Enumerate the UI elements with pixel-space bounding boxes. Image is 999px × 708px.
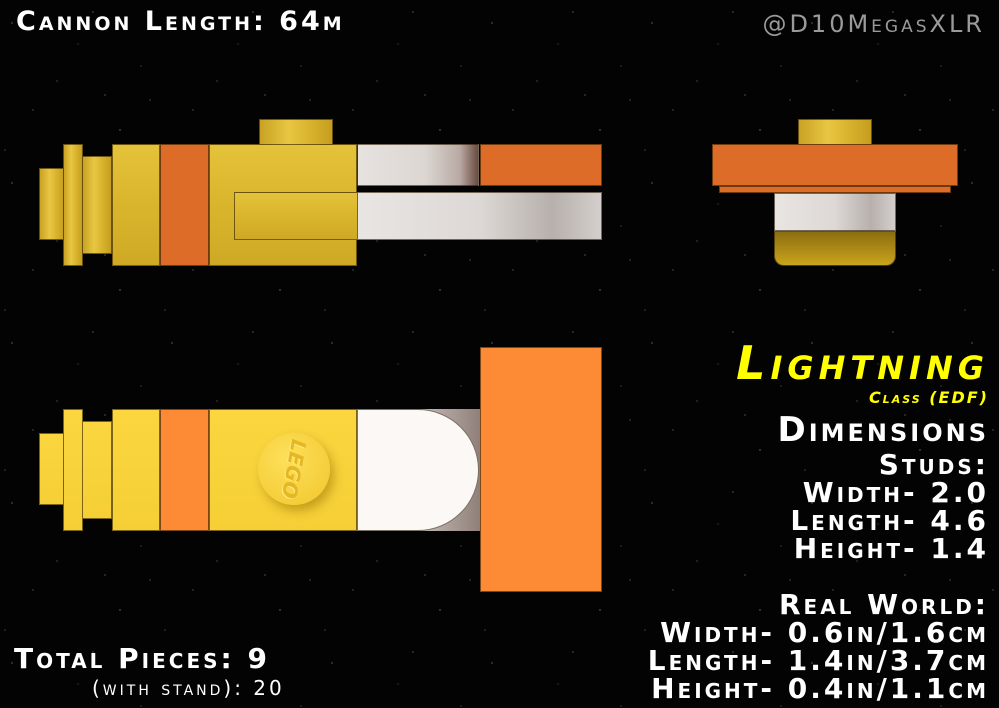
ship-name: Lightning (736, 336, 989, 390)
yellow-inset-plate (234, 192, 358, 240)
barrel-tip (39, 168, 65, 240)
front-orange-lip (719, 186, 951, 193)
top-yellow-segment (112, 409, 160, 531)
real-world-label: Real World: (778, 588, 989, 621)
top-barrel-ring (63, 409, 83, 531)
yellow-segment (112, 144, 160, 266)
top-white-round-tile (357, 409, 479, 531)
studs-width: Width- 2.0 (802, 476, 989, 509)
top-barrel-tip (39, 433, 65, 505)
front-yellow-base (774, 231, 896, 266)
top-barrel-collar (82, 421, 112, 519)
front-orange-plate (712, 144, 958, 186)
top-orange-plate (480, 347, 602, 592)
orange-segment (160, 144, 209, 266)
studs-length: Length- 4.6 (790, 504, 989, 537)
dimensions-title: Dimensions (777, 410, 989, 450)
lego-logo-text: LEGO (276, 437, 312, 501)
top-orange-segment (160, 409, 209, 531)
real-length: Length- 1.4in/3.7cm (647, 644, 989, 677)
real-height: Height- 0.4in/1.1cm (651, 672, 989, 705)
orange-upper-plate (480, 144, 602, 186)
cannon-length-label: Cannon Length: 64m (16, 6, 345, 37)
white-lower-plate (357, 192, 602, 240)
lego-stud: LEGO (258, 433, 330, 505)
front-top-stud (798, 119, 872, 145)
pieces-with-stand: (with stand): 20 (92, 676, 285, 700)
top-stud (259, 119, 333, 145)
white-upper-plate (357, 144, 479, 186)
total-pieces: Total Pieces: 9 (14, 642, 270, 675)
barrel-ring (63, 144, 83, 266)
credit-handle: @D10MegasXLR (762, 10, 985, 38)
front-white-block (774, 193, 896, 231)
barrel-collar (82, 156, 112, 254)
real-width: Width- 0.6in/1.6cm (660, 616, 989, 649)
studs-label: Studs: (878, 448, 989, 481)
ship-class: Class (EDF) (868, 388, 989, 407)
studs-height: Height- 1.4 (793, 532, 989, 565)
